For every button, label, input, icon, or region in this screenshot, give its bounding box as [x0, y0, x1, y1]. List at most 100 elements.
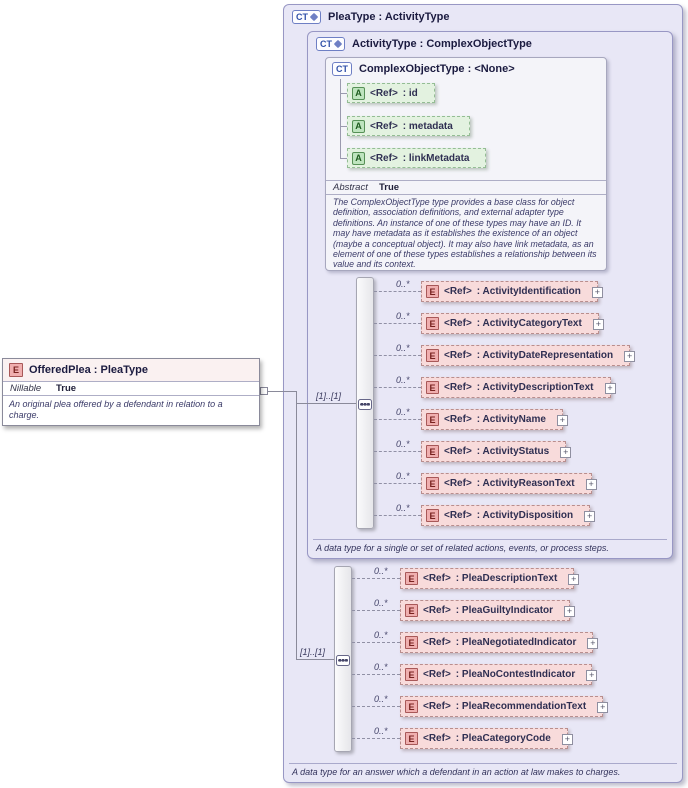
- expand-button[interactable]: +: [585, 479, 597, 490]
- expand-button[interactable]: +: [561, 734, 573, 745]
- ref-label: <Ref>: [423, 637, 451, 648]
- connector-line: [374, 515, 421, 516]
- expand-button[interactable]: +: [587, 638, 599, 649]
- ref-label: <Ref>: [444, 286, 472, 297]
- extension-diamond-icon: [333, 39, 343, 49]
- connector-line: [352, 578, 400, 579]
- element-icon: E: [405, 572, 418, 585]
- element-row: 0..* E <Ref> : PleaNegotiatedIndicator +: [352, 630, 599, 653]
- nillable-facet-row: Nillable True: [3, 381, 259, 396]
- attribute-icon: A: [352, 86, 365, 100]
- element-box-pleadescriptiontext[interactable]: E <Ref> : PleaDescriptionText +: [400, 568, 580, 589]
- element-row: 0..* E <Ref> : ActivityDisposition +: [374, 503, 596, 526]
- occurs-label: 0..*: [374, 566, 388, 576]
- occurs-label: 0..*: [374, 726, 388, 736]
- element-name: : PleaRecommendationText: [455, 701, 587, 712]
- connector-line: [374, 355, 421, 356]
- abstract-facet-row: Abstract True: [326, 180, 606, 195]
- expand-button[interactable]: +: [586, 670, 598, 681]
- element-box-pleanegotiatedindicator[interactable]: E <Ref> : PleaNegotiatedIndicator +: [400, 632, 599, 653]
- element-box-pleacategorycode[interactable]: E <Ref> : PleaCategoryCode +: [400, 728, 573, 749]
- element-box-pleanocontestindicator[interactable]: E <Ref> : PleaNoContestIndicator +: [400, 664, 598, 685]
- attribute-box-metadata[interactable]: A <Ref> : metadata: [347, 116, 470, 136]
- wire-to-activity-sequence: [297, 403, 356, 404]
- element-box-plearecommendationtext[interactable]: E <Ref> : PleaRecommendationText +: [400, 696, 609, 717]
- facet-value: True: [379, 182, 400, 193]
- ct-label: CT: [296, 12, 308, 22]
- element-icon: E: [426, 509, 439, 522]
- expand-button[interactable]: +: [591, 287, 603, 298]
- attribute-icon: A: [352, 151, 365, 165]
- ref-label: <Ref>: [444, 446, 472, 457]
- complexobjecttype-title: ComplexObjectType : <None>: [359, 63, 515, 75]
- connector-line: [352, 738, 400, 739]
- attribute-box-id[interactable]: A <Ref> : id: [347, 83, 435, 103]
- ref-label: <Ref>: [423, 605, 451, 616]
- pleatype-footer: A data type for an answer which a defend…: [289, 763, 677, 779]
- element-icon: E: [9, 363, 23, 377]
- complexobjecttype-description: The ComplexObjectType type provides a ba…: [333, 197, 597, 270]
- offeredplea-header: E OfferedPlea : PleaType: [3, 359, 259, 381]
- element-icon: E: [405, 604, 418, 617]
- element-box-activitydisposition[interactable]: E <Ref> : ActivityDisposition +: [421, 505, 596, 526]
- connector-line: [374, 387, 421, 388]
- element-box-activitycategorytext[interactable]: E <Ref> : ActivityCategoryText +: [421, 313, 604, 334]
- element-icon: E: [426, 477, 439, 490]
- sequence-icon[interactable]: [358, 399, 372, 410]
- element-name: : ActivityDisposition: [476, 510, 574, 521]
- attribute-box-linkmetadata[interactable]: A <Ref> : linkMetadata: [347, 148, 487, 168]
- attribute-tree-line: [340, 79, 341, 158]
- element-box-activityreasontext[interactable]: E <Ref> : ActivityReasonText +: [421, 473, 597, 494]
- occurs-label: 0..*: [396, 279, 410, 289]
- element-box-pleaguiltyindicator[interactable]: E <Ref> : PleaGuiltyIndicator +: [400, 600, 576, 621]
- wire-trunk: [296, 391, 297, 660]
- element-row: 0..* E <Ref> : ActivityReasonText +: [374, 471, 597, 494]
- facet-label: Abstract: [333, 182, 368, 193]
- connector-line: [352, 610, 400, 611]
- element-row: 0..* E <Ref> : ActivityDescriptionText +: [374, 375, 616, 398]
- element-name: : ActivityCategoryText: [476, 318, 582, 329]
- expand-button[interactable]: +: [597, 702, 609, 713]
- element-box-activityname[interactable]: E <Ref> : ActivityName +: [421, 409, 568, 430]
- facet-value: True: [56, 383, 77, 394]
- ref-label: <Ref>: [444, 414, 472, 425]
- element-box-activityidentification[interactable]: E <Ref> : ActivityIdentification +: [421, 281, 603, 302]
- activity-sequence-bar[interactable]: [356, 277, 374, 529]
- expand-button[interactable]: +: [564, 606, 576, 617]
- attribute-tree-stub: [340, 93, 347, 94]
- expand-button[interactable]: +: [568, 574, 580, 585]
- element-name: : ActivityReasonText: [476, 478, 575, 489]
- element-row: 0..* E <Ref> : PleaRecommendationText +: [352, 694, 609, 717]
- expand-button[interactable]: +: [556, 415, 568, 426]
- element-box-activitydaterepresentation[interactable]: E <Ref> : ActivityDateRepresentation +: [421, 345, 636, 366]
- sequence-icon[interactable]: [336, 655, 350, 666]
- plea-sequence-bar[interactable]: [334, 566, 352, 752]
- element-icon: E: [405, 668, 418, 681]
- ref-label: <Ref>: [444, 478, 472, 489]
- element-row: 0..* E <Ref> : ActivityDateRepresentatio…: [374, 343, 636, 366]
- expand-button[interactable]: +: [592, 319, 604, 330]
- element-box-activitystatus[interactable]: E <Ref> : ActivityStatus +: [421, 441, 572, 462]
- attribute-name: : id: [402, 87, 418, 99]
- element-icon: E: [405, 700, 418, 713]
- expand-button[interactable]: +: [560, 447, 572, 458]
- element-row: 0..* E <Ref> : PleaCategoryCode +: [352, 726, 573, 749]
- offeredplea-element-box[interactable]: E OfferedPlea : PleaType Nillable True A…: [2, 358, 260, 426]
- connector-line: [374, 483, 421, 484]
- expand-button[interactable]: +: [624, 351, 636, 362]
- ref-label: <Ref>: [444, 510, 472, 521]
- occurs-label: 0..*: [374, 598, 388, 608]
- element-row: 0..* E <Ref> : PleaNoContestIndicator +: [352, 662, 598, 685]
- expand-button[interactable]: +: [584, 511, 596, 522]
- connector-line: [352, 706, 400, 707]
- expand-button[interactable]: +: [604, 383, 616, 394]
- ref-label: <Ref>: [423, 573, 451, 584]
- connector-line: [374, 419, 421, 420]
- element-box-activitydescriptiontext[interactable]: E <Ref> : ActivityDescriptionText +: [421, 377, 616, 398]
- occurs-label: 0..*: [396, 343, 410, 353]
- ref-label: <Ref>: [444, 382, 472, 393]
- element-row: 0..* E <Ref> : ActivityStatus +: [374, 439, 572, 462]
- connector-line: [352, 642, 400, 643]
- element-row: 0..* E <Ref> : PleaGuiltyIndicator +: [352, 598, 576, 621]
